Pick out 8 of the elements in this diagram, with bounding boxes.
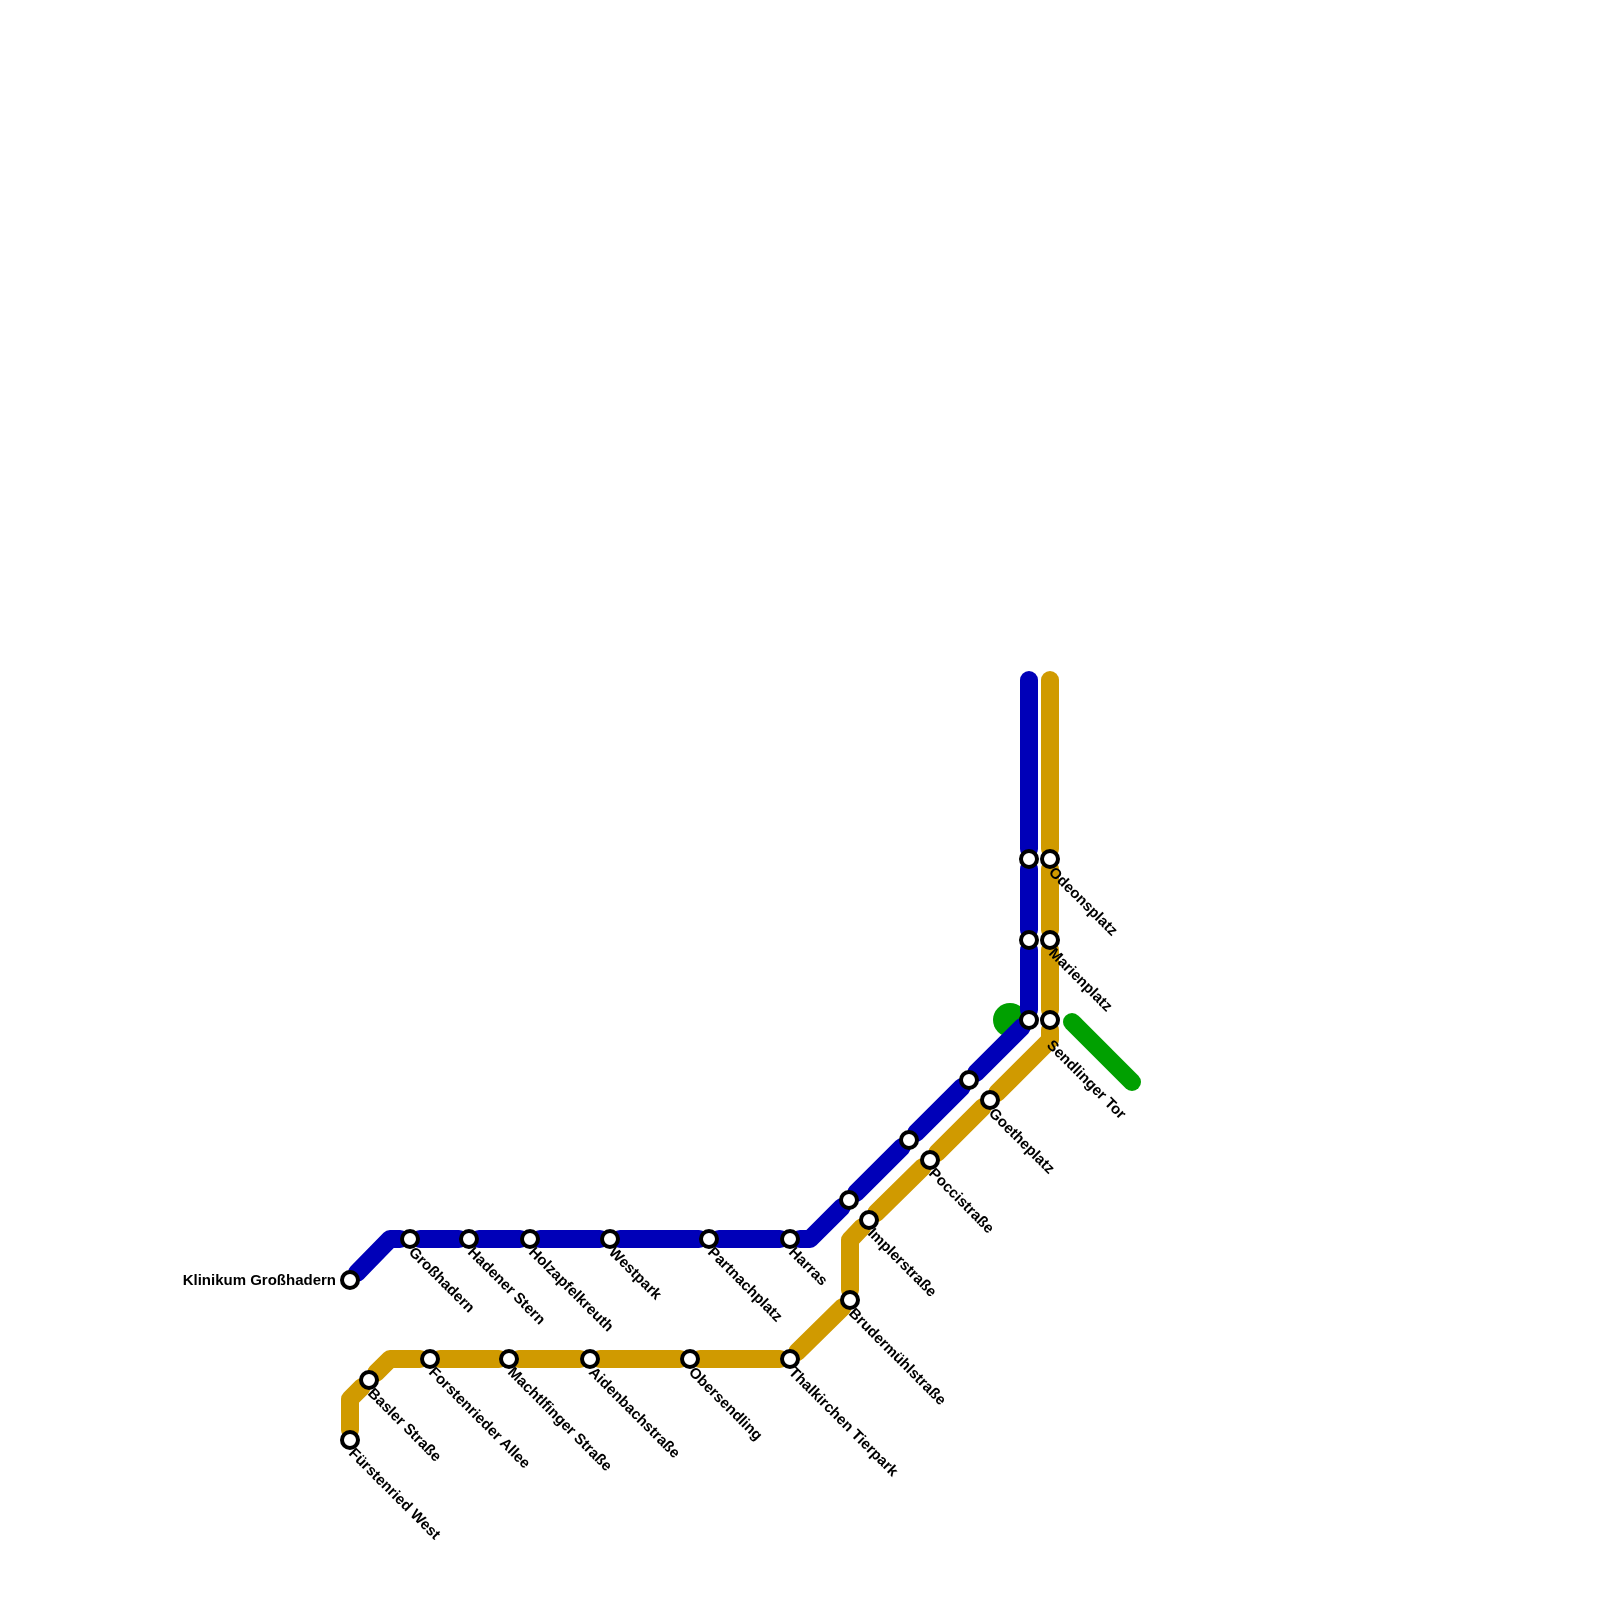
rail-line [907, 1078, 971, 1142]
rail-line [967, 1018, 1031, 1082]
rail-line [928, 1098, 992, 1162]
rail-line [788, 1298, 852, 1361]
rail-line [1063, 1013, 1141, 1091]
rail-line [847, 1138, 911, 1202]
rail-line [867, 1158, 932, 1222]
station-label: Klinikum Großhadern [182, 1271, 336, 1288]
